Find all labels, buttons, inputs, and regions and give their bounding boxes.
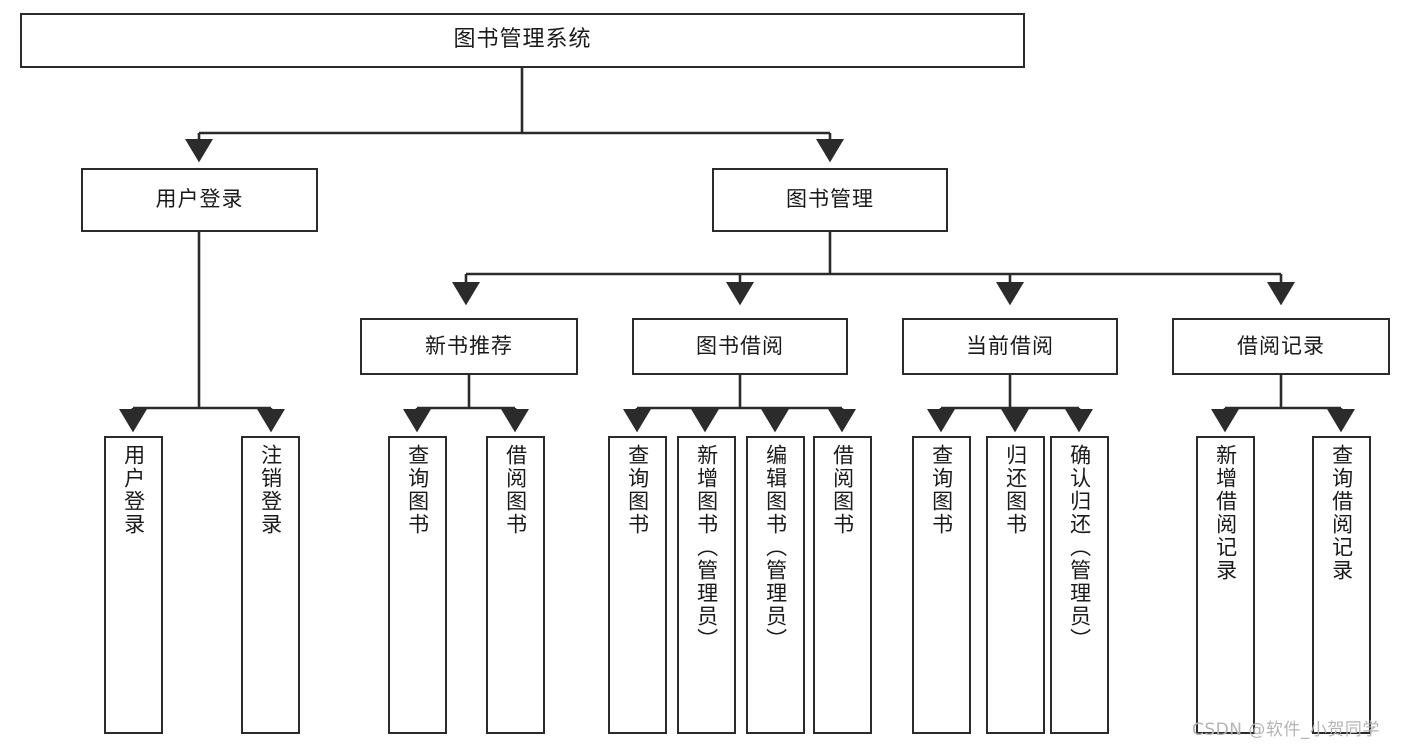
leaf-new-book-borrow[interactable]: 借阅图书 <box>486 436 545 734</box>
node-user-login[interactable]: 用户登录 <box>81 168 318 232</box>
node-borrow-record[interactable]: 借阅记录 <box>1172 318 1390 375</box>
node-label: 查询图书 <box>929 444 954 536</box>
node-label: 注销登录 <box>258 444 283 536</box>
node-root-system[interactable]: 图书管理系统 <box>20 13 1025 68</box>
node-label: 图书借阅 <box>696 333 784 358</box>
node-label: 新增图书（管理员） <box>694 444 719 651</box>
node-label: 查询图书 <box>405 444 430 536</box>
leaf-book-borrow-edit[interactable]: 编辑图书（管理员） <box>746 436 805 734</box>
node-label: 借阅图书 <box>830 444 855 536</box>
leaf-book-borrow-borrow[interactable]: 借阅图书 <box>813 436 872 734</box>
node-current-borrow[interactable]: 当前借阅 <box>902 318 1118 375</box>
leaf-user-login-login[interactable]: 用户登录 <box>104 436 163 734</box>
node-label: 用户登录 <box>121 444 146 536</box>
node-label: 查询图书 <box>625 444 650 536</box>
leaf-current-borrow-return[interactable]: 归还图书 <box>986 436 1045 734</box>
node-label: 用户登录 <box>155 187 244 212</box>
leaf-book-borrow-add[interactable]: 新增图书（管理员） <box>677 436 736 734</box>
node-label: 新增借阅记录 <box>1213 444 1238 582</box>
node-label: 图书管理 <box>786 187 874 212</box>
leaf-borrow-record-add[interactable]: 新增借阅记录 <box>1196 436 1255 734</box>
node-label: 借阅图书 <box>503 444 528 536</box>
node-label: 确认归还（管理员） <box>1067 444 1092 651</box>
node-label: 借阅记录 <box>1237 333 1325 358</box>
leaf-user-login-logout[interactable]: 注销登录 <box>241 436 300 734</box>
node-book-borrow[interactable]: 图书借阅 <box>632 318 848 375</box>
leaf-current-borrow-confirm-return[interactable]: 确认归还（管理员） <box>1050 436 1109 734</box>
leaf-current-borrow-query[interactable]: 查询图书 <box>912 436 971 734</box>
node-label: 归还图书 <box>1003 444 1028 536</box>
node-label: 编辑图书（管理员） <box>763 444 788 651</box>
leaf-new-book-query[interactable]: 查询图书 <box>388 436 447 734</box>
leaf-book-borrow-query[interactable]: 查询图书 <box>608 436 667 734</box>
node-label: 查询借阅记录 <box>1329 444 1354 582</box>
node-label: 新书推荐 <box>425 333 513 358</box>
node-label: 当前借阅 <box>966 333 1054 358</box>
node-new-book-recommend[interactable]: 新书推荐 <box>360 318 578 375</box>
leaf-borrow-record-query[interactable]: 查询借阅记录 <box>1312 436 1371 734</box>
node-label: 图书管理系统 <box>453 27 592 53</box>
node-book-management[interactable]: 图书管理 <box>712 168 948 232</box>
